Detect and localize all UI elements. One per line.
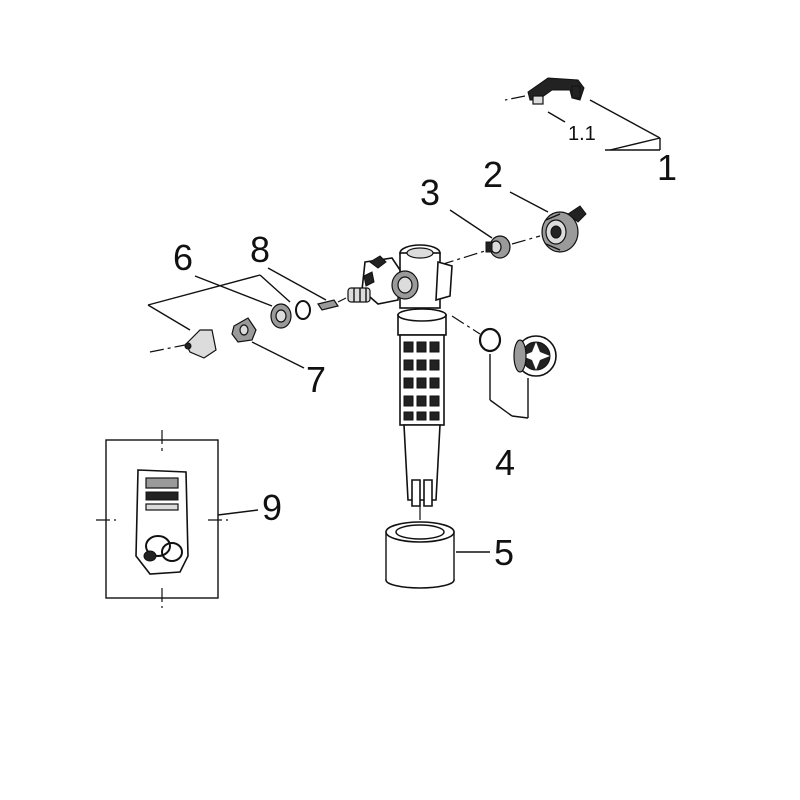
part-4-o-ring [478,327,502,353]
part-6-cap [184,329,217,359]
part-5-sleeve [385,521,455,589]
leader-1 [547,99,661,151]
strainer-grid [403,341,440,421]
part-4-disc [513,335,557,377]
axis-upper-2 [511,235,541,245]
part-3-seat [485,235,511,259]
leader-9 [217,509,259,516]
axis-left [149,344,186,353]
callout-1: 1 [657,147,677,188]
leader-6 [147,274,291,331]
callout-4: 4 [495,442,515,483]
callout-2: 2 [483,154,503,195]
part-7-nut [231,317,257,343]
leader-3 [449,209,493,239]
callout-6: 6 [173,237,193,278]
axis-part-1-1 [504,95,526,101]
callout-9: 9 [262,487,282,528]
part-1-1-clip [527,77,585,105]
leader-7 [251,341,305,369]
callout-8: 8 [250,229,270,270]
axis-left-2 [337,297,347,303]
part-9-kit-bag [135,469,189,575]
part-2-nut [541,205,587,253]
part-6-washers [270,300,311,329]
part-9-box [96,430,228,608]
leader-2 [509,191,549,213]
part-8-pin [317,299,339,311]
valve-body [347,244,453,507]
leader-8 [267,267,327,301]
callout-1-1: 1.1 [568,123,596,145]
callout-3: 3 [420,172,440,213]
axis-upper [439,249,489,266]
leader-4 [489,354,529,419]
callout-7: 7 [306,359,326,400]
axis-part-4 [451,315,481,335]
callout-5: 5 [494,532,514,573]
